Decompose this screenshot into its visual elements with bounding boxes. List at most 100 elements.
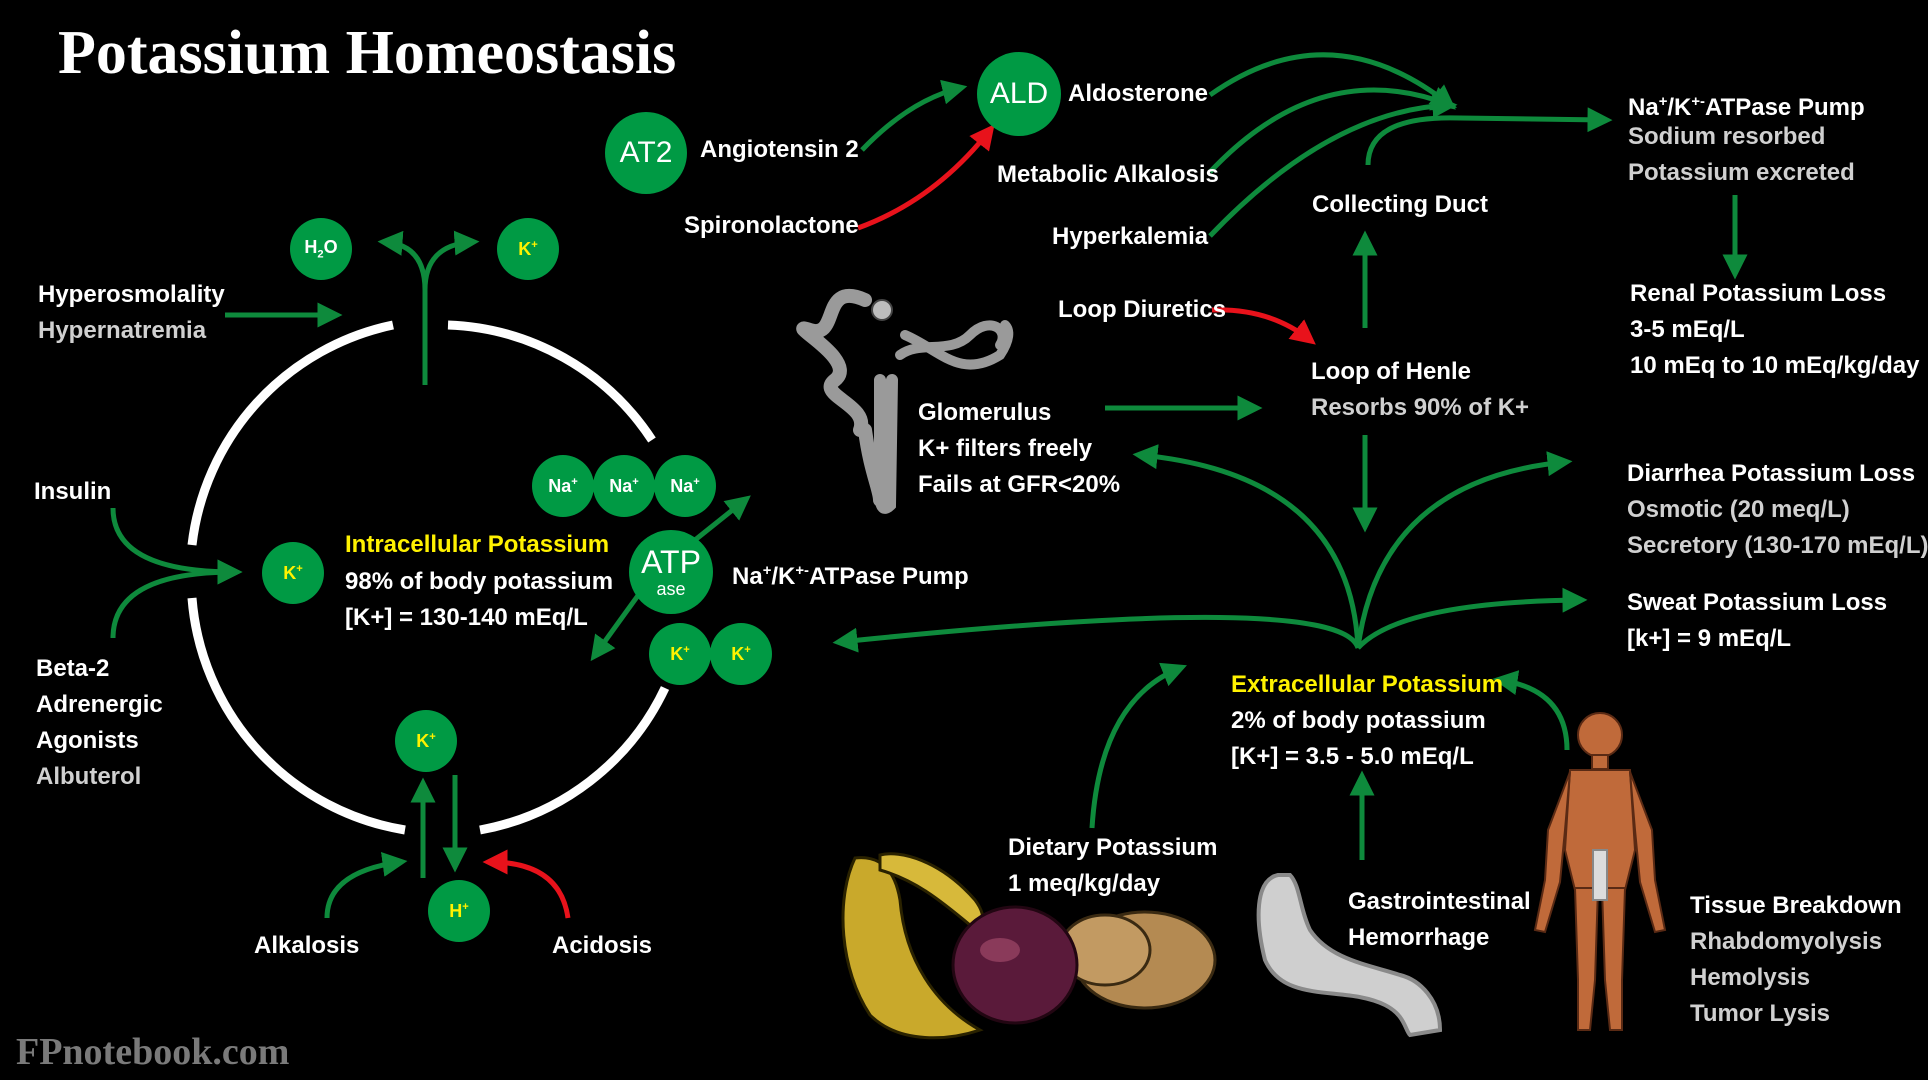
arrow-insulin [110,507,243,585]
arrow-ecf-to-glomerulus [1132,444,1361,649]
glomerulus-label: Glomerulus [918,399,1052,426]
at2-label: AT2 [619,136,673,169]
extracellular-line2: [K+] = 3.5 - 5.0 mEq/L [1231,743,1474,770]
cell-membrane-ring [187,320,670,835]
arrow-ecf-to-diarrhea [1355,451,1573,649]
arrow-ecf-to-intracellular [832,614,1361,653]
hypernatremia-label: Hypernatremia [38,317,207,344]
renal-loss-title: Renal Potassium Loss [1630,280,1887,307]
alkalosis-label: Alkalosis [254,932,360,959]
intracellular-line1: 98% of body potassium [345,568,614,595]
acidosis-label: Acidosis [552,932,653,959]
na-circle-2: Na+ [593,455,655,517]
membrane-arc-lower-left [187,597,406,835]
loop-of-henle-label: Loop of Henle [1311,358,1471,385]
muscular-figure-illustration [1533,712,1667,1031]
arrow-at2-to-ald [860,79,968,152]
na-circle-1: Na+ [532,455,594,517]
k-label-insulin: K+ [283,562,303,583]
glomerulus-line2: Fails at GFR<20% [918,471,1121,498]
h2o-circle: H2O [290,218,352,280]
at2-circle: AT2 [605,112,687,194]
hyperosmolality-label: Hyperosmolality [38,281,225,308]
membrane-arc-upper-right [447,320,656,443]
diarrhea-title: Diarrhea Potassium Loss [1627,460,1916,487]
ald-circle: ALD [977,52,1061,136]
pump-right-line1: Sodium resorbed [1628,123,1826,150]
k-label-bottom: K+ [416,730,436,751]
h-circle-bottom: H+ [428,880,490,942]
metabolic-alkalosis-label: Metabolic Alkalosis [997,161,1219,188]
hyperkalemia-label: Hyperkalemia [1052,223,1209,250]
pump-right-line2: Potassium excreted [1628,159,1855,186]
angiotensin-label: Angiotensin 2 [700,136,859,163]
arrow-tissue-to-ecf [1492,670,1570,751]
k-circle-bottom: K+ [395,710,457,772]
tissue-line2: Hemolysis [1690,964,1811,991]
pump-right-label: Na+/K+-ATPase Pump [1628,94,1865,121]
beta2-label-line1: Beta-2 [36,655,110,682]
aldosterone-label: Aldosterone [1068,80,1209,107]
arrow-beta2 [110,559,243,639]
collecting-duct-label: Collecting Duct [1312,191,1489,218]
beta2-label-line3: Agonists [36,727,139,754]
diarrhea-line1: Osmotic (20 meq/L) [1627,496,1850,523]
arrow-to-h2o [377,230,428,385]
sweat-line1: [k+] = 9 mEq/L [1627,625,1792,652]
gi-line1: Gastrointestinal [1348,888,1531,915]
intracellular-title: Intracellular Potassium [345,531,610,558]
arrow-duct-to-pump [1365,107,1613,166]
sweat-title: Sweat Potassium Loss [1627,589,1888,616]
spironolactone-label: Spironolactone [684,212,859,239]
membrane-arc-lower-right [479,686,670,835]
glomerulus-line1: K+ filters freely [918,435,1093,462]
arrow-acidosis [482,849,571,919]
arrow-hyperkalemia-to-duct [1208,93,1458,238]
beta2-label-line2: Adrenergic [36,691,163,718]
arrow-alkalosis [324,851,408,919]
k-circle-pump-2: K+ [710,623,772,685]
arrow-alkalosis-to-duct [1208,87,1458,174]
h-label-bottom: H+ [449,900,469,921]
na-label-3: Na+ [670,475,700,496]
ald-label: ALD [989,77,1049,110]
brand-watermark: FPnotebook.com [16,1031,290,1073]
h2o-label: H2O [304,237,338,261]
dietary-title: Dietary Potassium [1008,834,1218,861]
renal-loss-line1: 3-5 mEq/L [1630,316,1745,343]
renal-loss-line2: 10 mEq to 10 mEq/kg/day [1630,352,1920,379]
na-label-2: Na+ [609,475,639,496]
arrow-dietary-to-ecf [1089,662,1187,829]
tissue-line3: Tumor Lysis [1690,1000,1831,1027]
diarrhea-line2: Secretory (130-170 mEq/L) [1627,532,1928,559]
albuterol-label: Albuterol [36,763,142,790]
k-circle-top: K+ [497,218,559,280]
k-label-top: K+ [518,238,538,259]
extracellular-title: Extracellular Potassium [1231,671,1504,698]
atp-label: ATP [641,544,701,580]
loop-diuretics-label: Loop Diuretics [1058,296,1227,323]
intracellular-line2: [K+] = 130-140 mEq/L [345,604,588,631]
membrane-arc-upper-left [187,320,394,546]
henle-detail-label: Resorbs 90% of K+ [1311,394,1530,421]
food-illustration [841,852,1217,1040]
arrow-loop-diuretics-inhibit [1211,307,1316,345]
tissue-line1: Rhabdomyolysis [1690,928,1883,955]
k-circle-insulin: K+ [262,542,324,604]
gi-line2: Hemorrhage [1348,924,1490,951]
na-circle-3: Na+ [654,455,716,517]
insulin-label: Insulin [34,478,112,505]
nephron-illustration [796,288,1014,514]
arrow-aldosterone-to-duct [1208,52,1456,110]
ase-label: ase [656,579,686,599]
pump-left-label: Na+/K+-ATPase Pump [732,563,969,590]
k-label-pump-2: K+ [731,643,751,664]
tissue-title: Tissue Breakdown [1690,892,1902,919]
k-circle-pump-1: K+ [649,623,711,685]
stomach-illustration [1256,873,1443,1038]
na-label-1: Na+ [548,475,578,496]
k-label-pump-1: K+ [670,643,690,664]
dietary-line1: 1 meq/kg/day [1008,870,1161,897]
